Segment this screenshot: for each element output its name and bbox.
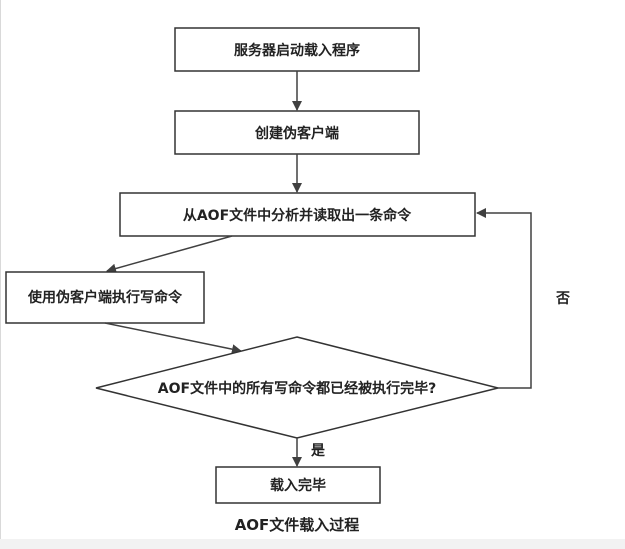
node-create-client: 创建伪客户端 [174,110,420,155]
node-decision-label: AOF文件中的所有写命令都已经被执行完毕? [158,380,436,397]
node-read-command: 从AOF文件中分析并读取出一条命令 [119,192,476,237]
arrow-read-to-execute [106,235,233,274]
node-done-label: 载入完毕 [270,477,326,494]
diagram-caption: AOF文件载入过程 [235,516,360,534]
arrow-execute-to-decision [104,322,242,355]
edge-yes-label: 是 [311,443,326,459]
node-start-label: 服务器启动载入程序 [234,42,360,59]
node-decision: AOF文件中的所有写命令都已经被执行完毕? [95,336,499,439]
bottom-strip [0,539,625,549]
node-start: 服务器启动载入程序 [174,27,420,72]
node-create-client-label: 创建伪客户端 [254,125,339,142]
edge-no-label: 否 [555,291,570,307]
arrow-no-loop [476,208,532,389]
node-read-command-label: 从AOF文件中分析并读取出一条命令 [183,207,412,224]
left-border [0,0,1,549]
node-execute-command-label: 使用伪客户端执行写命令 [27,289,183,306]
node-done: 载入完毕 [215,466,381,504]
node-execute-command: 使用伪客户端执行写命令 [5,271,205,324]
